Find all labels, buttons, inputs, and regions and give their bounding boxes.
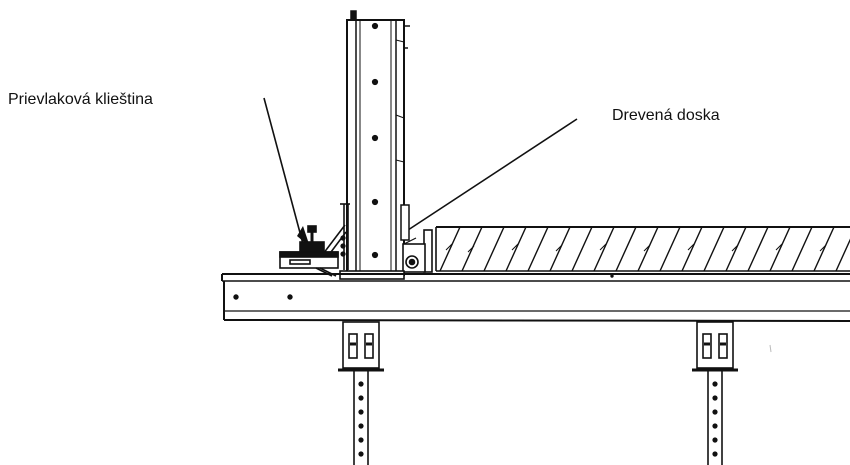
speck-mark	[769, 344, 772, 353]
clamp-leader-line	[263, 97, 304, 245]
wooden-board	[435, 226, 850, 272]
clamp-label: Prievlaková klieština	[8, 91, 153, 108]
shore-prop-right	[692, 321, 738, 465]
horizontal-beam	[221, 273, 850, 322]
board-end-block	[402, 229, 433, 273]
shore-prop-left	[338, 321, 384, 465]
board-leader-line	[404, 118, 578, 233]
clamp	[279, 225, 339, 277]
board-label: Drevená doska	[612, 107, 720, 124]
vertical-post	[346, 10, 410, 276]
post-bracket	[319, 203, 350, 270]
